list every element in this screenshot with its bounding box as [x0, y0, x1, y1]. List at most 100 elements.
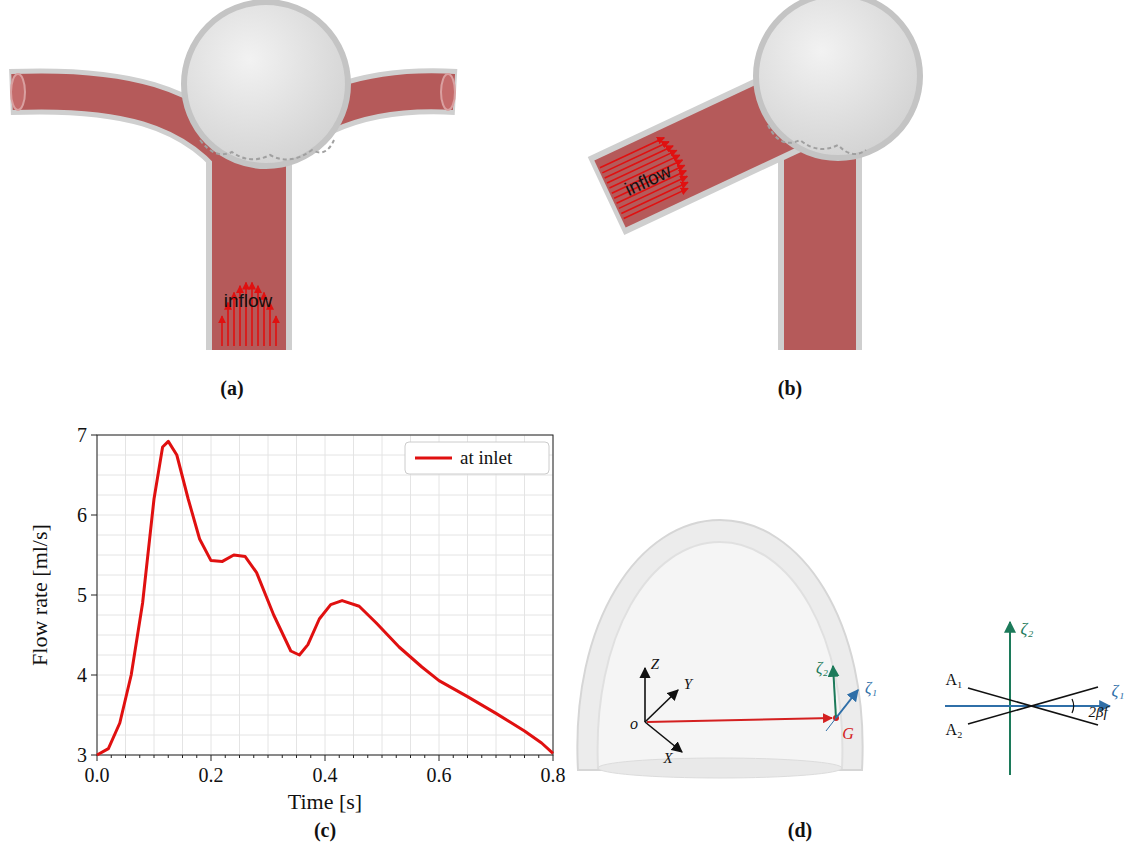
- line-a2: [968, 687, 1098, 724]
- flow-curve: [97, 441, 553, 755]
- grid-line: [97, 475, 553, 476]
- tick: [91, 755, 97, 756]
- legend-line-sample: [415, 457, 452, 460]
- tick: [339, 755, 340, 758]
- aneurysm-sac-a: [184, 2, 348, 166]
- axis-name: Z: [651, 657, 659, 672]
- panel-label: (a): [220, 378, 243, 398]
- coordinate-axes: [645, 668, 682, 752]
- tick: [524, 755, 525, 758]
- inflow-label: inflow: [224, 291, 273, 310]
- grid-line: [97, 555, 553, 556]
- tick: [91, 515, 97, 516]
- tick: [139, 755, 140, 758]
- tick: [367, 755, 368, 758]
- line-name: A₂: [945, 722, 962, 738]
- tick: [553, 755, 554, 761]
- tick: [467, 755, 468, 758]
- panel-label: (d): [788, 820, 812, 840]
- axis-name: ζ₁: [1112, 682, 1125, 699]
- plot-frame: [97, 435, 553, 755]
- tick: [91, 435, 97, 436]
- tick: [424, 755, 425, 758]
- axis-tick-label: 0.2: [199, 765, 224, 785]
- origin-label: o: [630, 716, 638, 732]
- angle-label: 2βf: [1088, 705, 1107, 720]
- tick: [125, 755, 126, 758]
- aneurysm-dome: [577, 520, 862, 778]
- axis-tick-label: 0.0: [85, 765, 110, 785]
- grid-line: [97, 635, 553, 636]
- tick: [225, 755, 226, 758]
- tick: [91, 675, 97, 676]
- axis-name: ζ₂: [816, 660, 828, 676]
- axis-tick-label: 0.8: [541, 765, 566, 785]
- vessel-b: [606, 112, 820, 350]
- legend-text: at inlet: [460, 448, 512, 467]
- tick: [91, 595, 97, 596]
- axis-name: X: [663, 751, 672, 766]
- axis-name: ζ₁: [865, 680, 877, 696]
- grid-line: [97, 615, 553, 616]
- axis-tick-label: 4: [77, 665, 87, 685]
- panel-label: (b): [778, 378, 802, 398]
- axis-tick-label: 3: [77, 745, 87, 765]
- tick: [268, 755, 269, 758]
- axis-tick-label: 7: [77, 425, 87, 445]
- line-name: A₁: [945, 672, 962, 688]
- aneurysm-sac-b: [756, 0, 920, 158]
- axis-title: Flow rate [ml/s]: [29, 524, 51, 666]
- grid-line: [97, 515, 553, 516]
- tick: [453, 755, 454, 758]
- axis-tick-label: 0.6: [427, 765, 452, 785]
- inflow-arrow: [221, 316, 223, 346]
- tick: [182, 755, 183, 758]
- angle-arc: [1072, 699, 1074, 713]
- zeta2-axis-local: [1009, 622, 1011, 775]
- axis-name: Y: [684, 677, 692, 692]
- tick: [310, 755, 311, 758]
- grid-line: [97, 595, 553, 596]
- flow-rate-chart: [91, 435, 553, 761]
- tick: [353, 755, 354, 758]
- grid-line: [97, 675, 553, 676]
- line-a1: [968, 688, 1098, 725]
- inflow-arrow: [275, 316, 277, 346]
- tick: [296, 755, 297, 758]
- tick: [111, 755, 112, 758]
- tick: [325, 755, 326, 761]
- grid-line: [97, 535, 553, 536]
- inflow-arrows-a: [222, 282, 276, 346]
- inflow-arrow: [600, 138, 664, 168]
- legend-box: [405, 442, 549, 474]
- tick: [396, 755, 397, 758]
- grid-line: [97, 575, 553, 576]
- tick: [382, 755, 383, 758]
- tick: [538, 755, 539, 758]
- tick: [211, 755, 212, 761]
- grid-line: [97, 655, 553, 656]
- grid-line: [97, 695, 553, 696]
- point-label: G: [842, 726, 854, 742]
- axis-tick-label: 5: [77, 585, 87, 605]
- tick: [154, 755, 155, 758]
- axis-tick-label: 0.4: [313, 765, 338, 785]
- grid-line: [97, 495, 553, 496]
- tick: [168, 755, 169, 758]
- tick: [410, 755, 411, 758]
- tick: [510, 755, 511, 758]
- grid-line: [97, 715, 553, 716]
- inflow-arrows-b: [600, 135, 694, 219]
- zeta2-axis: [833, 666, 836, 718]
- grid-line: [97, 735, 553, 736]
- tick: [239, 755, 240, 758]
- tick: [97, 755, 98, 761]
- position-vector: [647, 718, 832, 722]
- axis-tick-label: 6: [77, 505, 87, 525]
- tick: [196, 755, 197, 758]
- tick: [496, 755, 497, 758]
- axis-name: ζ₂: [1021, 620, 1034, 637]
- tick: [439, 755, 440, 761]
